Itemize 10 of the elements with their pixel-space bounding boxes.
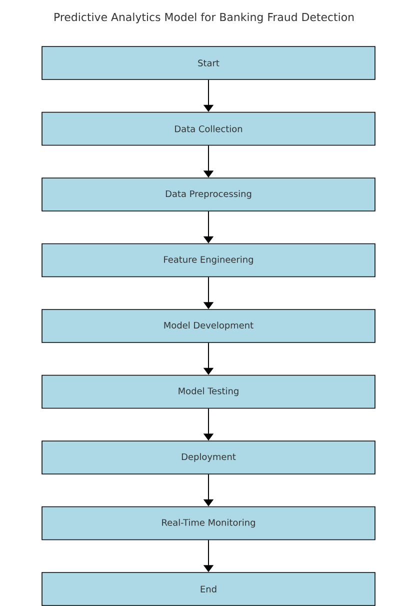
process-box: Start [42, 46, 376, 80]
process-box: Data Collection [42, 112, 376, 146]
process-box: Deployment [42, 440, 376, 474]
process-box: Feature Engineering [42, 243, 376, 278]
process-box: Model Testing [42, 374, 376, 409]
process-box: End [42, 572, 376, 606]
process-box: Data Preprocessing [42, 178, 376, 212]
process-box: Model Development [42, 309, 376, 343]
process-box: Real-Time Monitoring [42, 506, 376, 540]
title: Predictive Analytics Model for Banking Fraud Detection [54, 12, 354, 24]
